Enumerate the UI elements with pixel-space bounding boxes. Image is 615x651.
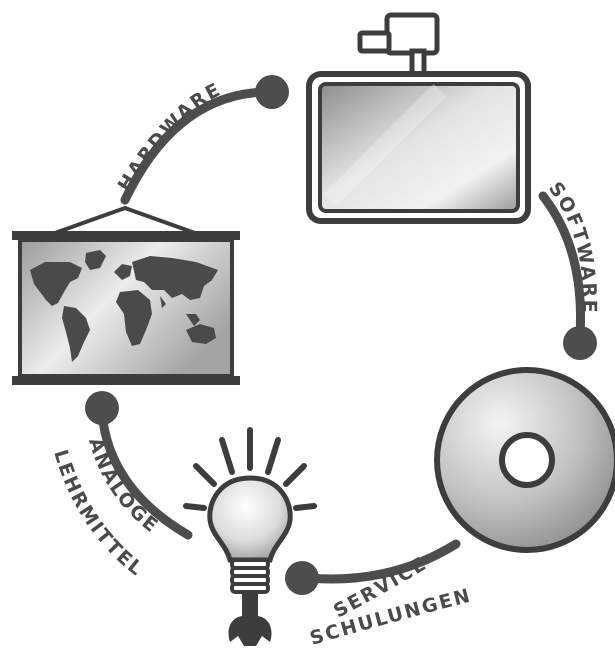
disc-icon bbox=[434, 367, 615, 553]
world-map-icon bbox=[12, 205, 240, 385]
interactive-whiteboard-icon bbox=[306, 12, 531, 224]
label-hardware: HARDWARE bbox=[114, 78, 226, 195]
connector-analoge bbox=[85, 391, 193, 540]
connector-hardware bbox=[120, 75, 289, 205]
connector-software bbox=[538, 191, 597, 360]
label-software: SOFTWARE bbox=[544, 178, 600, 315]
lightbulb-wrench-icon bbox=[183, 427, 317, 646]
connector-service bbox=[285, 539, 461, 595]
